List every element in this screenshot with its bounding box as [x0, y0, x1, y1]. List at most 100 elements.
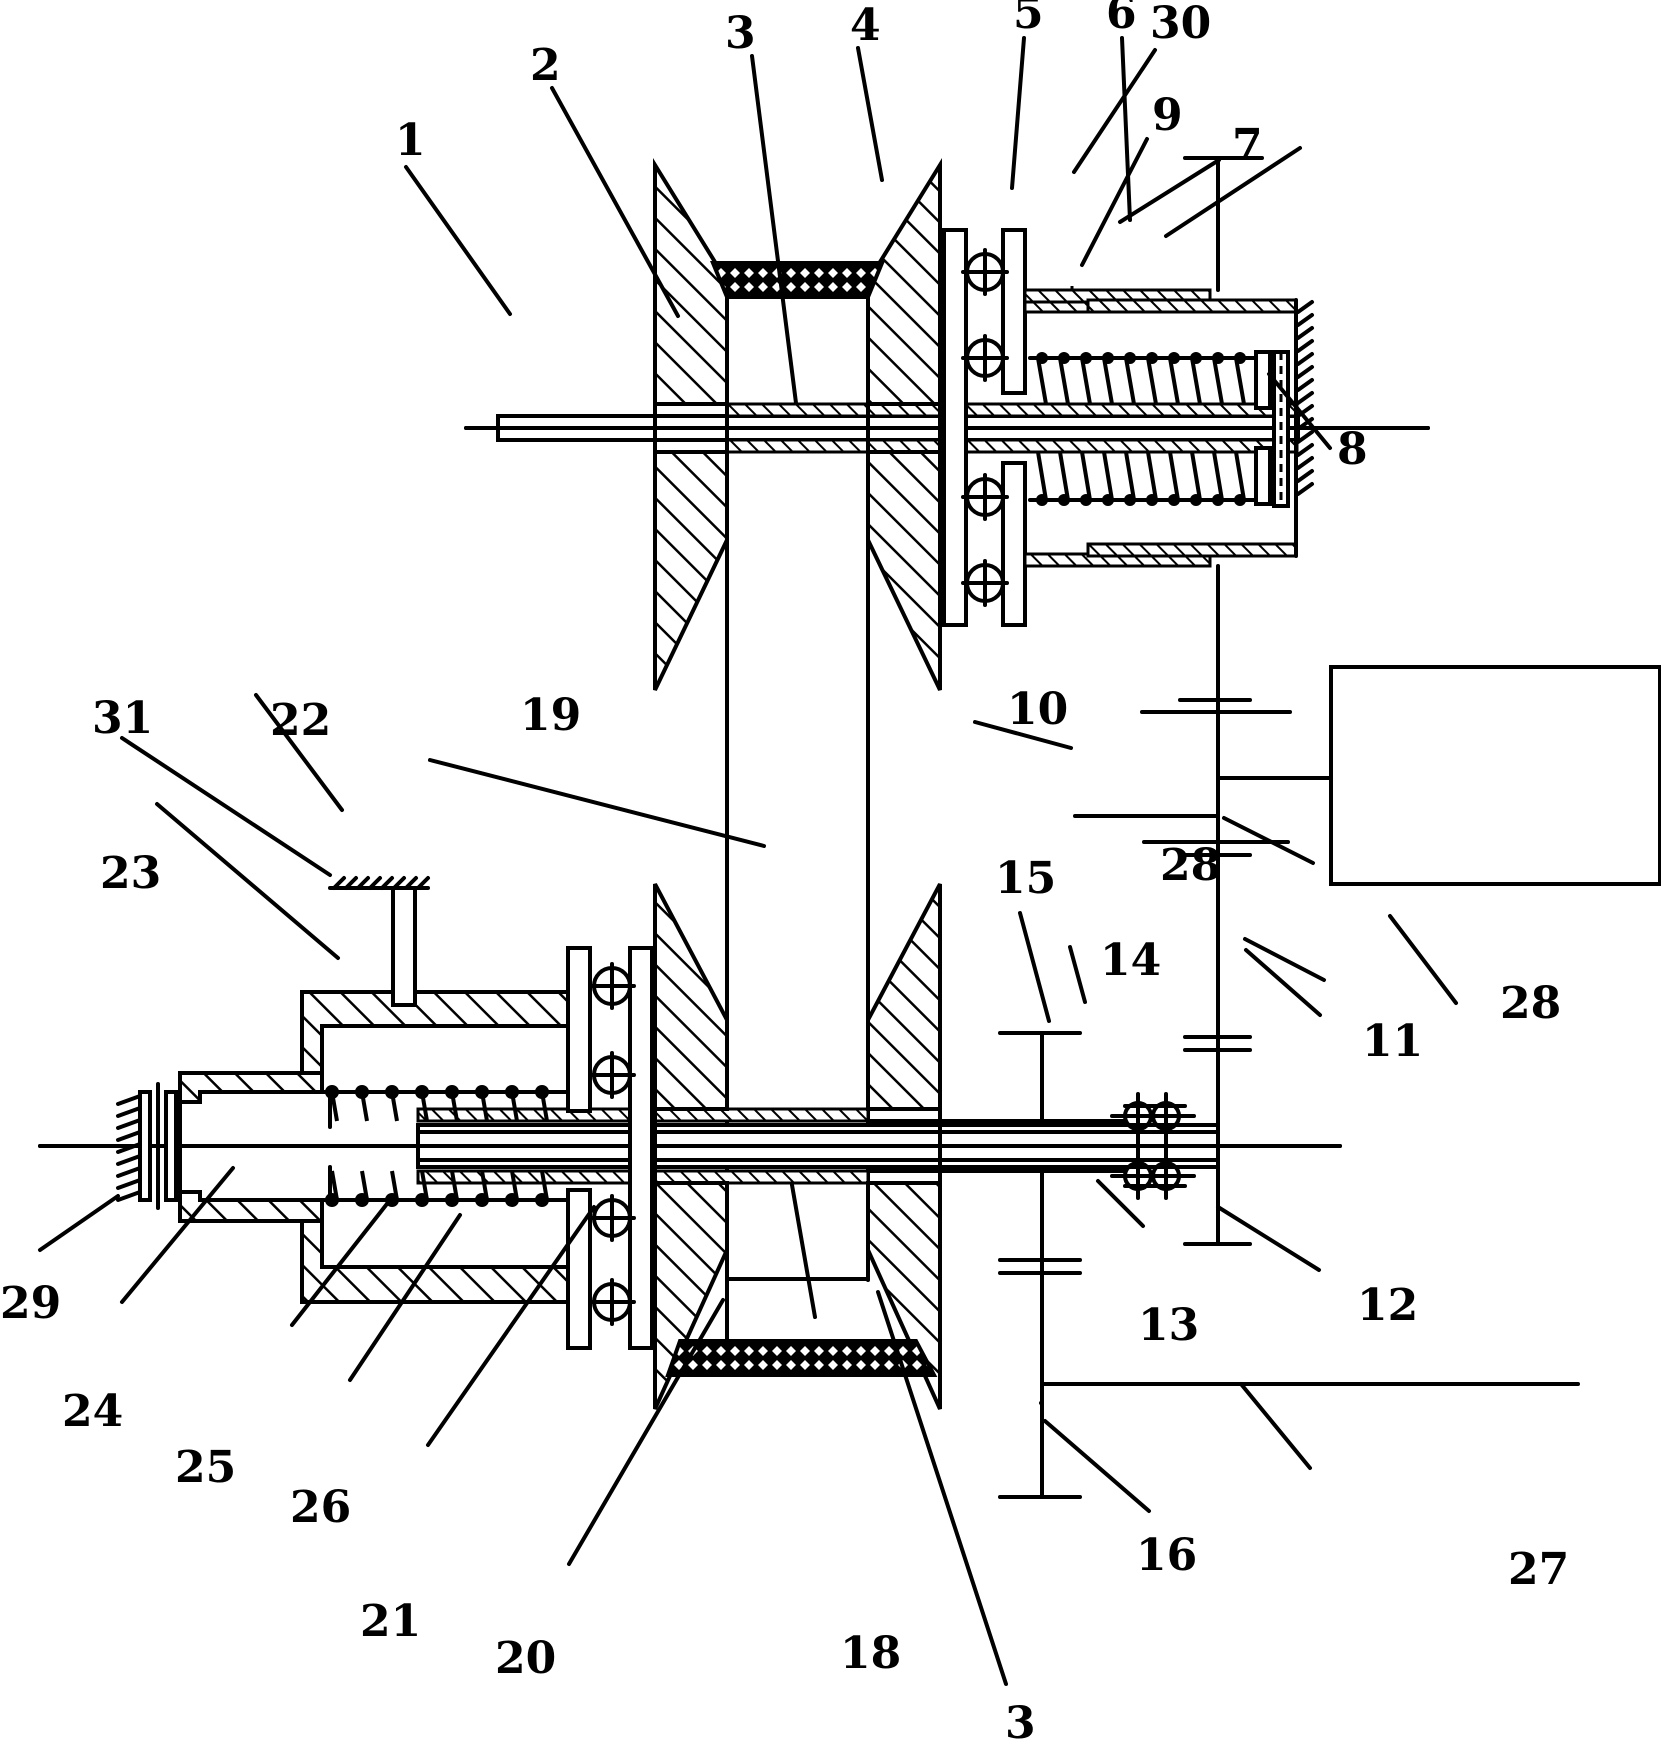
spring-coil — [1124, 357, 1136, 405]
label-12: 12 — [1357, 1280, 1418, 1331]
ground-tick — [1296, 365, 1314, 379]
label-23: 23 — [100, 848, 161, 899]
label-2: 2 — [530, 40, 561, 91]
ground-tick — [116, 1166, 142, 1178]
spring-coil-dot — [475, 1193, 489, 1207]
upper-spring-coils — [1036, 352, 1246, 506]
label-30: 30 — [1150, 0, 1211, 49]
label-3-top: 3 — [725, 8, 756, 59]
spring-coil-dot — [1080, 494, 1092, 506]
ground-tick — [416, 876, 430, 890]
label-16: 16 — [1136, 1530, 1197, 1581]
upper-stop-plate-bottom — [1254, 446, 1272, 506]
ground-tick — [1296, 313, 1314, 327]
spring-coil — [1036, 357, 1048, 405]
label-10: 10 — [1007, 684, 1068, 735]
spring-coil — [1146, 451, 1158, 501]
label-1: 1 — [395, 115, 426, 166]
part-labels: 1 2 3 4 5 6 30 9 7 8 10 28 19 22 31 23 1… — [0, 0, 1569, 1742]
ground-tick — [116, 1106, 142, 1118]
spring-coil-dot — [415, 1193, 429, 1207]
spring-coil-dot — [1212, 494, 1224, 506]
spring-coil-dot — [1058, 352, 1070, 364]
label-8: 8 — [1337, 424, 1368, 475]
spring-coil-dot — [385, 1085, 399, 1099]
spring-coil-dot — [445, 1085, 459, 1099]
spring-coil — [1212, 357, 1224, 405]
ground-tick — [116, 1094, 142, 1106]
upper-assembly — [464, 156, 1661, 1352]
label-4: 4 — [850, 0, 881, 51]
spring-coil — [1146, 357, 1158, 405]
spring-coil — [1102, 357, 1114, 405]
spring-coil-dot — [1036, 352, 1048, 364]
spring-coil-dot — [505, 1193, 519, 1207]
upper-sleeve-bottom — [725, 438, 1299, 454]
ground-tick — [1296, 443, 1314, 457]
label-28: 28 — [1160, 840, 1221, 891]
label-14: 14 — [1100, 935, 1161, 986]
ground-tick — [344, 876, 358, 890]
ground-tick — [116, 1190, 142, 1202]
spring-coil-dot — [1124, 352, 1136, 364]
label-5: 5 — [1013, 0, 1044, 39]
ground-tick — [332, 876, 346, 890]
label-24: 24 — [62, 1386, 123, 1437]
spring-coil — [1058, 357, 1070, 405]
ground-tick — [1296, 378, 1314, 392]
spring-coil — [1058, 451, 1070, 501]
upper-sleeve-top — [725, 402, 1299, 418]
spring-coil-dot — [1146, 352, 1158, 364]
upper-bearing-race-left — [942, 228, 968, 627]
lower-bearing-race-right — [628, 946, 654, 1350]
lower-ground-symbol — [116, 1094, 142, 1202]
spring-coil-dot — [535, 1193, 549, 1207]
upper-bearing-balls — [961, 248, 1009, 607]
spring-coil-dot — [1234, 494, 1246, 506]
spring-coil-dot — [325, 1193, 339, 1207]
ground-tick — [1296, 469, 1314, 483]
lower-bearing-race-left-top — [566, 946, 592, 1113]
label-11: 11 — [1362, 1016, 1423, 1067]
spring-coil-dot — [1036, 494, 1048, 506]
spring-coil-dot — [1146, 494, 1158, 506]
ground-tick — [380, 876, 394, 890]
ground-tick — [1296, 456, 1314, 470]
spring-coil — [1080, 451, 1092, 501]
ground-tick — [1296, 300, 1314, 314]
ground-tick — [116, 1142, 142, 1154]
ground-tick — [116, 1178, 142, 1190]
label-9: 9 — [1152, 90, 1183, 141]
upper-bearing-race-right-top — [1001, 228, 1027, 395]
ground-tick — [356, 876, 370, 890]
leader-lines — [38, 36, 1458, 1686]
label-28b: 28 — [1500, 978, 1561, 1029]
label-22: 22 — [270, 695, 331, 746]
ground-tick — [116, 1118, 142, 1130]
spring-coil-dot — [355, 1193, 369, 1207]
spring-coil-dot — [1168, 494, 1180, 506]
spring-coil — [1190, 451, 1202, 501]
lower-bearing-race-left-bottom — [566, 1188, 592, 1350]
spring-coil-dot — [1080, 352, 1092, 364]
spring-coil-dot — [475, 1085, 489, 1099]
spring-coil — [1168, 357, 1180, 405]
output-bearing — [1110, 1092, 1196, 1200]
upper-belt-section — [710, 261, 885, 299]
motor-box — [1329, 665, 1661, 886]
lower-bearing-balls — [588, 962, 636, 1326]
label-7: 7 — [1232, 120, 1263, 171]
label-3-bottom: 3 — [1005, 1698, 1036, 1742]
spring-coil — [1234, 357, 1246, 405]
spring-coil-dot — [415, 1085, 429, 1099]
spring-coil-dot — [1190, 352, 1202, 364]
label-21: 21 — [360, 1596, 421, 1647]
spring-coil — [1036, 451, 1048, 501]
label-27: 27 — [1508, 1544, 1569, 1595]
lower-housing-top — [300, 990, 570, 1080]
ground-tick — [1296, 352, 1314, 366]
spring-coil-dot — [1102, 352, 1114, 364]
spring-coil-dot — [1234, 352, 1246, 364]
ground-tick — [1296, 482, 1314, 496]
